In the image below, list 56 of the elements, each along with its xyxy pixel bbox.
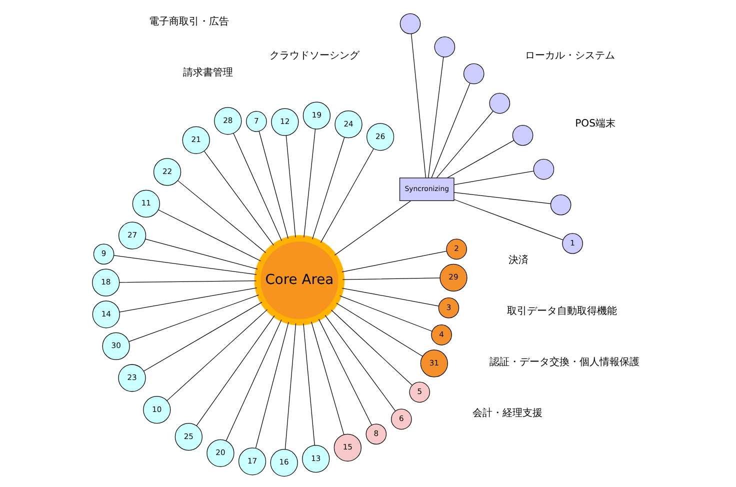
connector bbox=[310, 322, 344, 436]
connector bbox=[339, 296, 432, 332]
label: 電子商取引・広告 bbox=[148, 16, 229, 28]
connector bbox=[232, 132, 282, 242]
node-circle bbox=[399, 13, 420, 34]
label: 請求書管理 bbox=[182, 68, 233, 79]
connector bbox=[342, 278, 440, 280]
node-circle bbox=[488, 92, 510, 114]
connector bbox=[254, 322, 288, 449]
node-circle bbox=[512, 124, 533, 146]
node-circle bbox=[532, 158, 554, 180]
connector bbox=[118, 288, 257, 312]
connector bbox=[203, 150, 274, 246]
connector bbox=[341, 250, 446, 272]
label: 決済 bbox=[508, 254, 528, 266]
connector bbox=[302, 323, 314, 446]
connector bbox=[324, 314, 396, 412]
connector bbox=[427, 56, 444, 178]
connector bbox=[436, 110, 493, 178]
label: 認証・データ交換・個人情報保護 bbox=[488, 357, 639, 368]
label: ローカル・システム bbox=[524, 50, 615, 62]
connector bbox=[196, 315, 274, 426]
connector bbox=[118, 280, 256, 283]
label: 会計・経理支援 bbox=[472, 408, 542, 420]
connector bbox=[258, 131, 288, 239]
connector bbox=[410, 34, 426, 178]
connector bbox=[453, 199, 563, 240]
connector bbox=[453, 170, 534, 185]
connector bbox=[284, 323, 296, 450]
connector bbox=[312, 136, 344, 240]
connector bbox=[453, 192, 551, 204]
node-circle bbox=[434, 36, 455, 58]
connector bbox=[128, 294, 258, 342]
connector bbox=[336, 302, 422, 357]
connector bbox=[144, 238, 258, 270]
connector bbox=[341, 288, 439, 306]
node-circle: Core Area bbox=[254, 235, 344, 326]
connector bbox=[320, 148, 374, 243]
connector bbox=[142, 302, 262, 372]
connector bbox=[430, 82, 470, 178]
connector bbox=[318, 318, 372, 426]
label: POS端末 bbox=[574, 118, 616, 130]
connector bbox=[285, 135, 296, 238]
connector bbox=[303, 128, 316, 238]
connector bbox=[446, 140, 514, 178]
label: クラウドソーシング bbox=[269, 50, 360, 62]
connector bbox=[225, 319, 282, 442]
node-circle bbox=[550, 194, 571, 216]
connector bbox=[330, 310, 412, 386]
connector bbox=[166, 309, 268, 401]
connector bbox=[334, 200, 411, 256]
label: 取引データ自動取得機能 bbox=[506, 306, 616, 317]
connector bbox=[176, 180, 266, 254]
connector bbox=[157, 209, 261, 262]
node-circle bbox=[462, 63, 484, 84]
connector bbox=[113, 255, 256, 275]
